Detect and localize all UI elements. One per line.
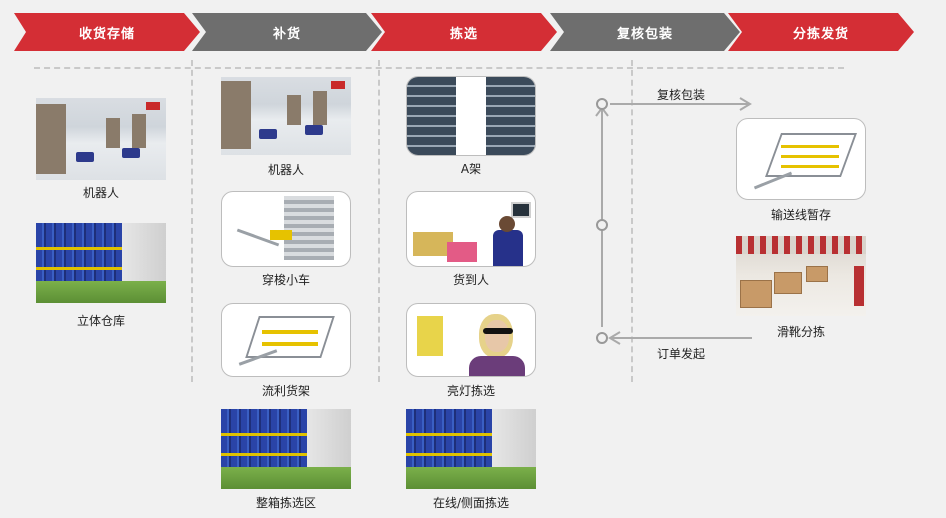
item-label: 整箱拣选区 (255, 496, 316, 510)
stage-label: 收货存储 (78, 26, 135, 42)
flow-rack-image (221, 303, 351, 377)
online-side-picking-image (406, 409, 536, 489)
robot-warehouse-image (221, 77, 351, 155)
stage-label: 补货 (272, 26, 301, 42)
stage-receiving-storage: 收货存储 (14, 13, 200, 51)
column-divider (378, 60, 380, 382)
horizontal-divider (34, 67, 844, 69)
stage-replenishment: 补货 (192, 13, 382, 51)
flow-bottom-label: 订单发起 (657, 347, 706, 361)
item-label: 流利货架 (261, 384, 310, 398)
item-label: 立体仓库 (76, 314, 125, 328)
item-label: 亮灯拣选 (446, 384, 495, 398)
item-label: 穿梭小车 (261, 273, 310, 287)
goods-to-person-image (406, 191, 536, 267)
flow-top-label: 复核包装 (657, 88, 706, 102)
flow-node-bottom (596, 332, 608, 344)
item-label: 滑靴分拣 (776, 325, 825, 339)
stage-label: 拣选 (449, 26, 478, 42)
robot-warehouse-image (36, 98, 166, 180)
item-label: A架 (460, 162, 482, 176)
shoe-sorter-image (736, 236, 866, 316)
stage-label: 分拣发货 (792, 26, 849, 42)
flow-left-arrowhead (608, 331, 621, 345)
flow-right-arrowhead (739, 97, 752, 111)
pick-to-light-image (406, 303, 536, 377)
stage-review-packing: 复核包装 (550, 13, 740, 51)
flow-node-middle (596, 219, 608, 231)
case-picking-area-image (221, 409, 351, 489)
item-label: 输送线暂存 (770, 208, 831, 222)
stage-sorting-shipping: 分拣发货 (728, 13, 914, 51)
flow-node-top (596, 98, 608, 110)
asrs-warehouse-image (36, 223, 166, 303)
conveyor-buffer-image (736, 118, 866, 200)
flow-loop-diagram (595, 97, 752, 345)
a-frame-image (406, 76, 536, 156)
stage-label: 复核包装 (616, 26, 673, 42)
item-label: 机器人 (267, 163, 304, 177)
shuttle-car-image (221, 191, 351, 267)
column-divider (191, 60, 193, 382)
stage-picking: 拣选 (371, 13, 557, 51)
item-label: 在线/侧面拣选 (432, 496, 510, 510)
item-label: 机器人 (82, 186, 119, 200)
column-divider (631, 60, 633, 382)
item-label: 货到人 (452, 273, 489, 287)
